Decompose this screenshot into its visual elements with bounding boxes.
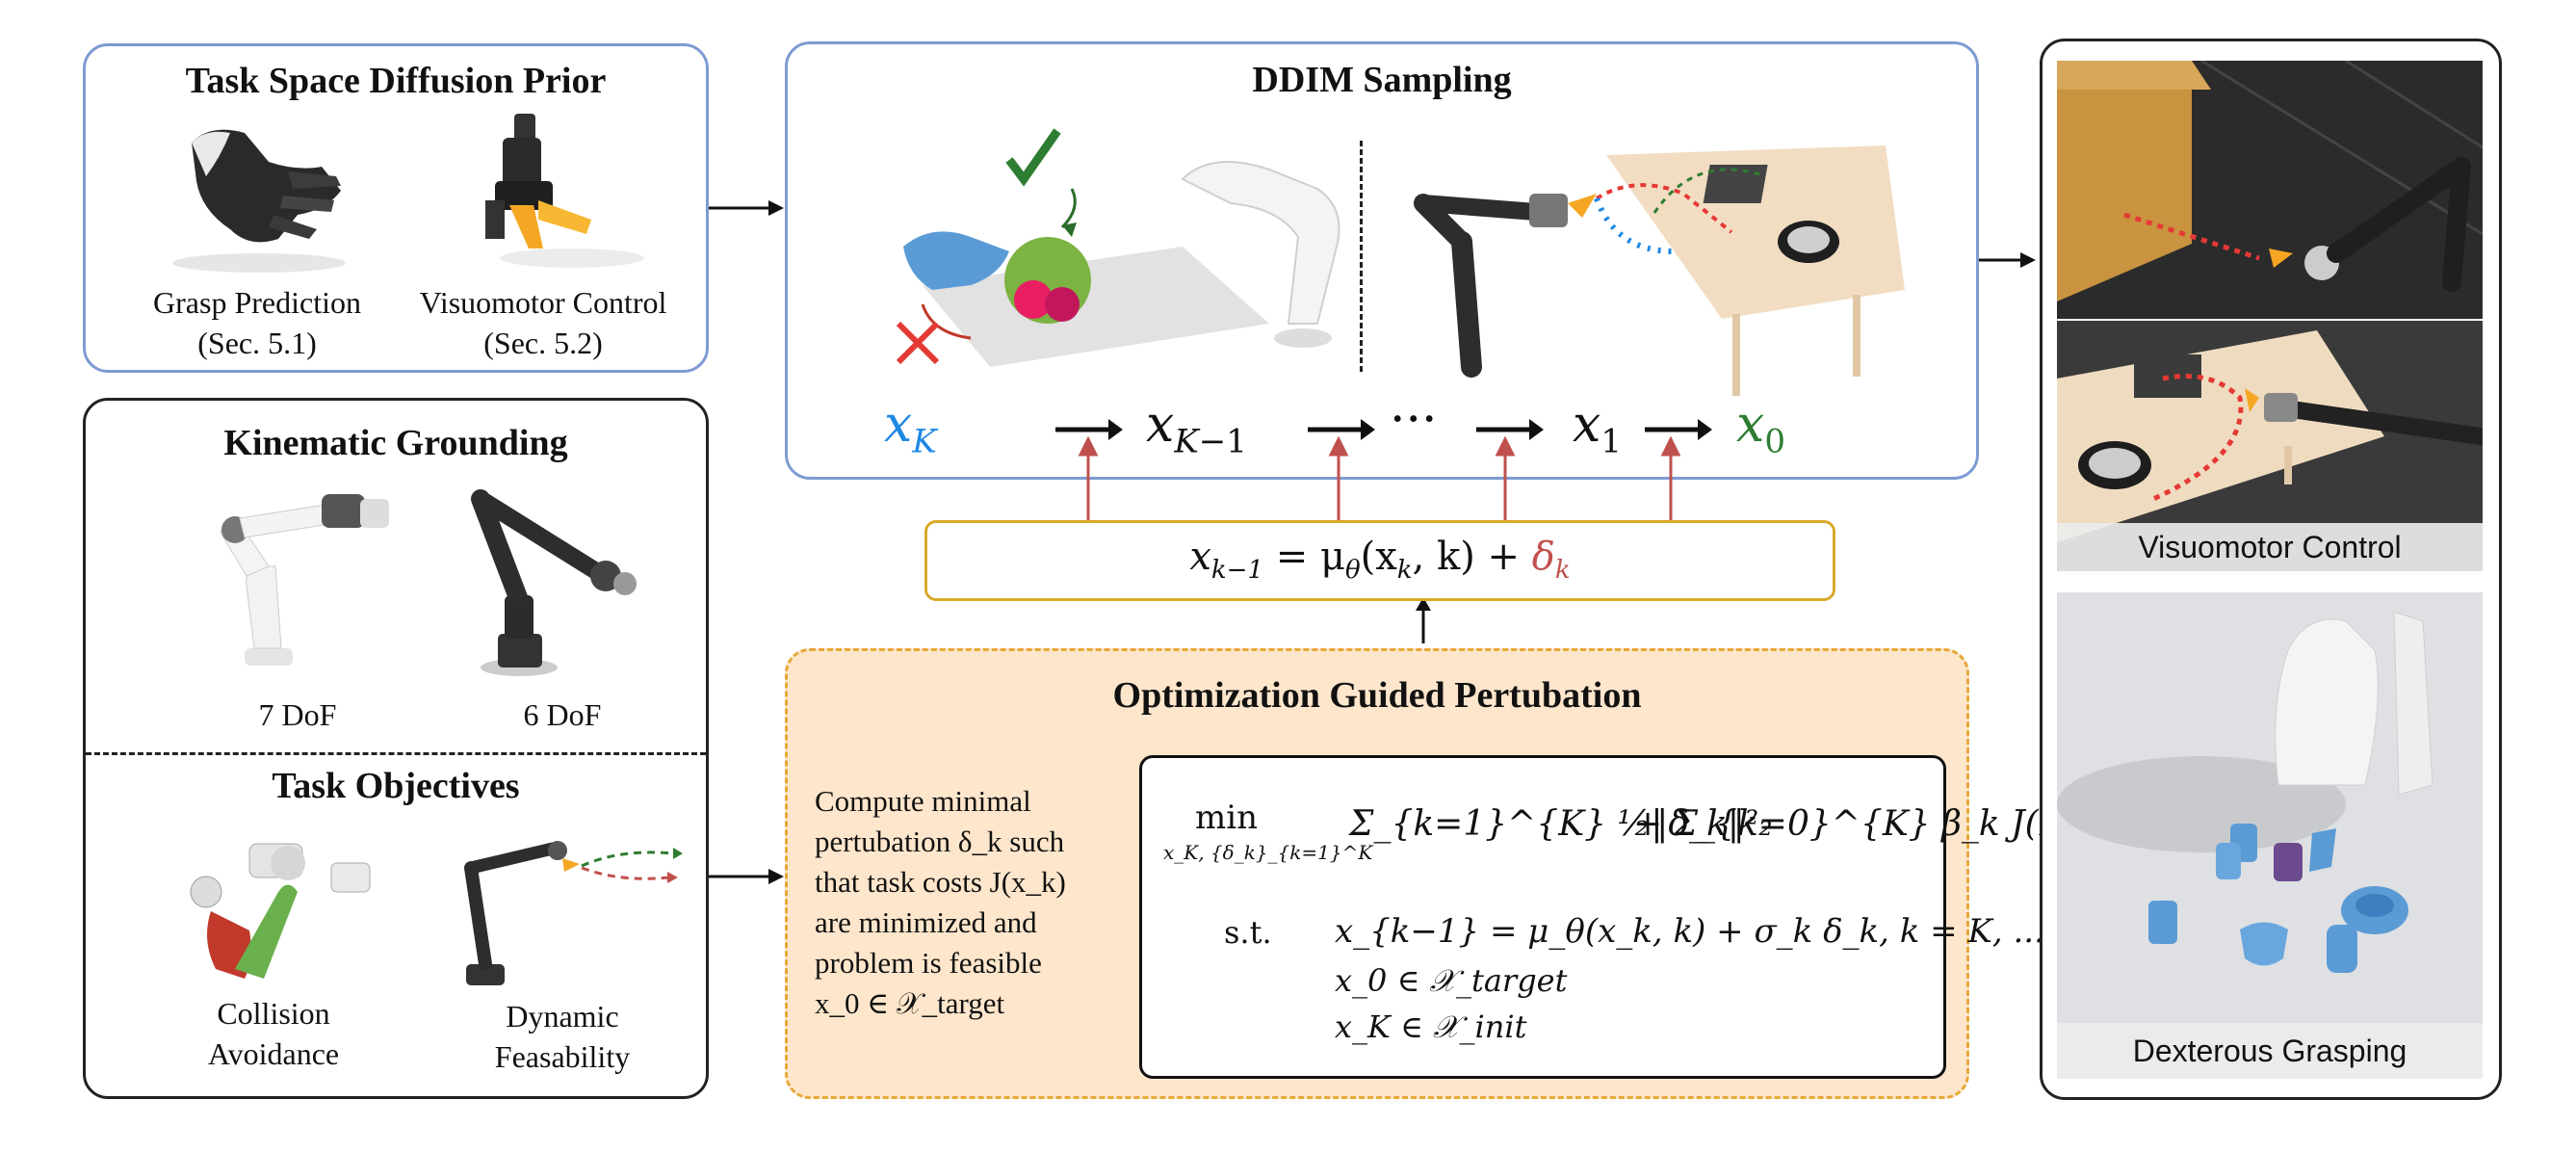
ddim-scene-divider	[1360, 141, 1363, 372]
dynamic-line1: Dynamic	[506, 999, 619, 1034]
eq-lhs-sub: k−1	[1210, 556, 1264, 585]
optimization-description: Compute minimal pertubation δ_k such tha…	[815, 781, 1104, 1024]
grasp-prediction-caption: Grasp Prediction (Sec. 5.1)	[132, 282, 382, 363]
robot-hand-illustration	[172, 129, 346, 273]
kinematic-grounding-title: Kinematic Grounding	[223, 423, 568, 463]
ddim-grasp-scene	[896, 128, 1340, 367]
section-divider	[86, 752, 706, 755]
chain-x-1: x1	[1573, 396, 1622, 461]
dynamic-feasibility-illustration	[464, 841, 683, 985]
constraint-1: x_{k−1} = μ_θ(x_k, k) + σ_k δ_k, k = K, …	[1335, 912, 2087, 951]
optimization-panel: Optimization Guided Pertubation Compute …	[785, 648, 2110, 1099]
eq-mu-sub: θ	[1344, 556, 1361, 585]
desc-line-5: problem is feasible	[815, 946, 1042, 980]
visuomotor-control-label-strip: Visuomotor Control	[2057, 523, 2483, 571]
visuomotor-control-ref: (Sec. 5.2)	[483, 326, 603, 360]
update-equation-box: xk−1 = μθ(xk, k) + δk	[924, 520, 1835, 601]
ddim-sampling-title: DDIM Sampling	[1252, 60, 1512, 100]
chain-x-K: xK	[884, 396, 937, 461]
task-space-prior-title: Task Space Diffusion Prior	[185, 61, 607, 101]
task-space-prior-panel: Task Space Diffusion Prior Grasp Predict…	[83, 43, 709, 373]
constraint-st: s.t.	[1224, 914, 1272, 951]
eq-args-tail: , k) +	[1412, 535, 1532, 579]
desc-line-3: that task costs J(x_k)	[815, 865, 1066, 899]
visuomotor-photo-top	[2057, 61, 2483, 319]
six-dof-arm-illustration	[471, 489, 637, 676]
chain-arrow-2	[1308, 419, 1375, 440]
chain-arrow-3	[1476, 419, 1544, 440]
dexterous-grasping-photo: Dexterous Grasping	[2057, 592, 2483, 1079]
dynamic-feasibility-caption: Dynamic Feasability	[452, 996, 673, 1077]
collision-line2: Avoidance	[207, 1036, 340, 1071]
desc-line-6: x_0 ∈ 𝒳_target	[815, 986, 1005, 1020]
desc-line-4: are minimized and	[815, 905, 1037, 939]
dexterous-grasping-scene	[2057, 592, 2483, 1079]
constraint-2: x_0 ∈ 𝒳_target	[1335, 962, 1568, 999]
chain-ellipsis: ···	[1390, 391, 1438, 449]
constraint-3: x_K ∈ 𝒳_init	[1335, 1008, 1527, 1045]
seven-dof-arm-illustration	[220, 494, 389, 666]
eq-delta: δ	[1531, 535, 1555, 579]
eq-delta-sub: k	[1554, 556, 1571, 585]
dexterous-grasping-label-strip: Dexterous Grasping	[2057, 1023, 2483, 1079]
chain-arrow-4	[1645, 419, 1712, 440]
desc-line-2: pertubation δ_k such	[815, 825, 1065, 858]
grasp-prediction-ref: (Sec. 5.1)	[197, 326, 317, 360]
ddim-sampling-panel: DDIM Sampling xK	[785, 41, 1979, 480]
gripper-illustration	[485, 114, 644, 268]
seven-dof-caption: 7 DoF	[258, 697, 337, 732]
optimization-problem-box: min x_K, {δ_k}_{k=1}^K Σ_{k=1}^{K} ½‖δ_k…	[1139, 755, 2110, 1079]
update-equation: xk−1 = μθ(xk, k) + δk	[927, 535, 1833, 585]
six-dof-caption: 6 DoF	[523, 697, 602, 732]
objective-sum2: + Σ_{k=0}^{K} β_k J(x_k)	[1633, 804, 2110, 844]
chain-x-0: x0	[1736, 396, 1785, 461]
collision-line1: Collision	[217, 996, 330, 1031]
visuomotor-photo-bottom: Visuomotor Control	[2057, 321, 2483, 571]
collision-avoidance-illustration	[190, 843, 371, 979]
chain-arrow-1	[1055, 419, 1123, 440]
objective-sum1: Σ_{k=1}^{K} ½‖δ_k‖²₂	[1349, 804, 1773, 844]
eq-args-sub: k	[1396, 556, 1413, 585]
ddim-pan-scene	[1414, 145, 1905, 396]
grasp-prediction-label: Grasp Prediction	[153, 285, 361, 320]
visuomotor-scene-top	[2057, 61, 2483, 319]
results-panel: Visuomotor Control Dexterous Grasping	[2040, 39, 2502, 1100]
chain-x-K-minus-1: xK−1	[1146, 396, 1247, 461]
task-objectives-title: Task Objectives	[272, 766, 520, 806]
objective-min: min	[1195, 799, 1259, 837]
visuomotor-control-caption: Visuomotor Control (Sec. 5.2)	[399, 282, 688, 363]
eq-lhs: x	[1189, 535, 1211, 579]
objective-min-sub: x_K, {δ_k}_{k=1}^K	[1163, 841, 1373, 864]
desc-line-1: Compute minimal	[815, 784, 1031, 818]
dynamic-line2: Feasability	[494, 1039, 631, 1074]
eq-args: (x	[1360, 535, 1397, 579]
collision-avoidance-caption: Collision Avoidance	[163, 993, 384, 1074]
kinematic-objectives-panel: Kinematic Grounding 7 DoF 6 DoF Task Obj…	[83, 398, 709, 1099]
optimization-title: Optimization Guided Pertubation	[1112, 675, 1642, 716]
eq-mu: = μ	[1263, 535, 1345, 579]
visuomotor-control-label: Visuomotor Control	[419, 285, 667, 320]
